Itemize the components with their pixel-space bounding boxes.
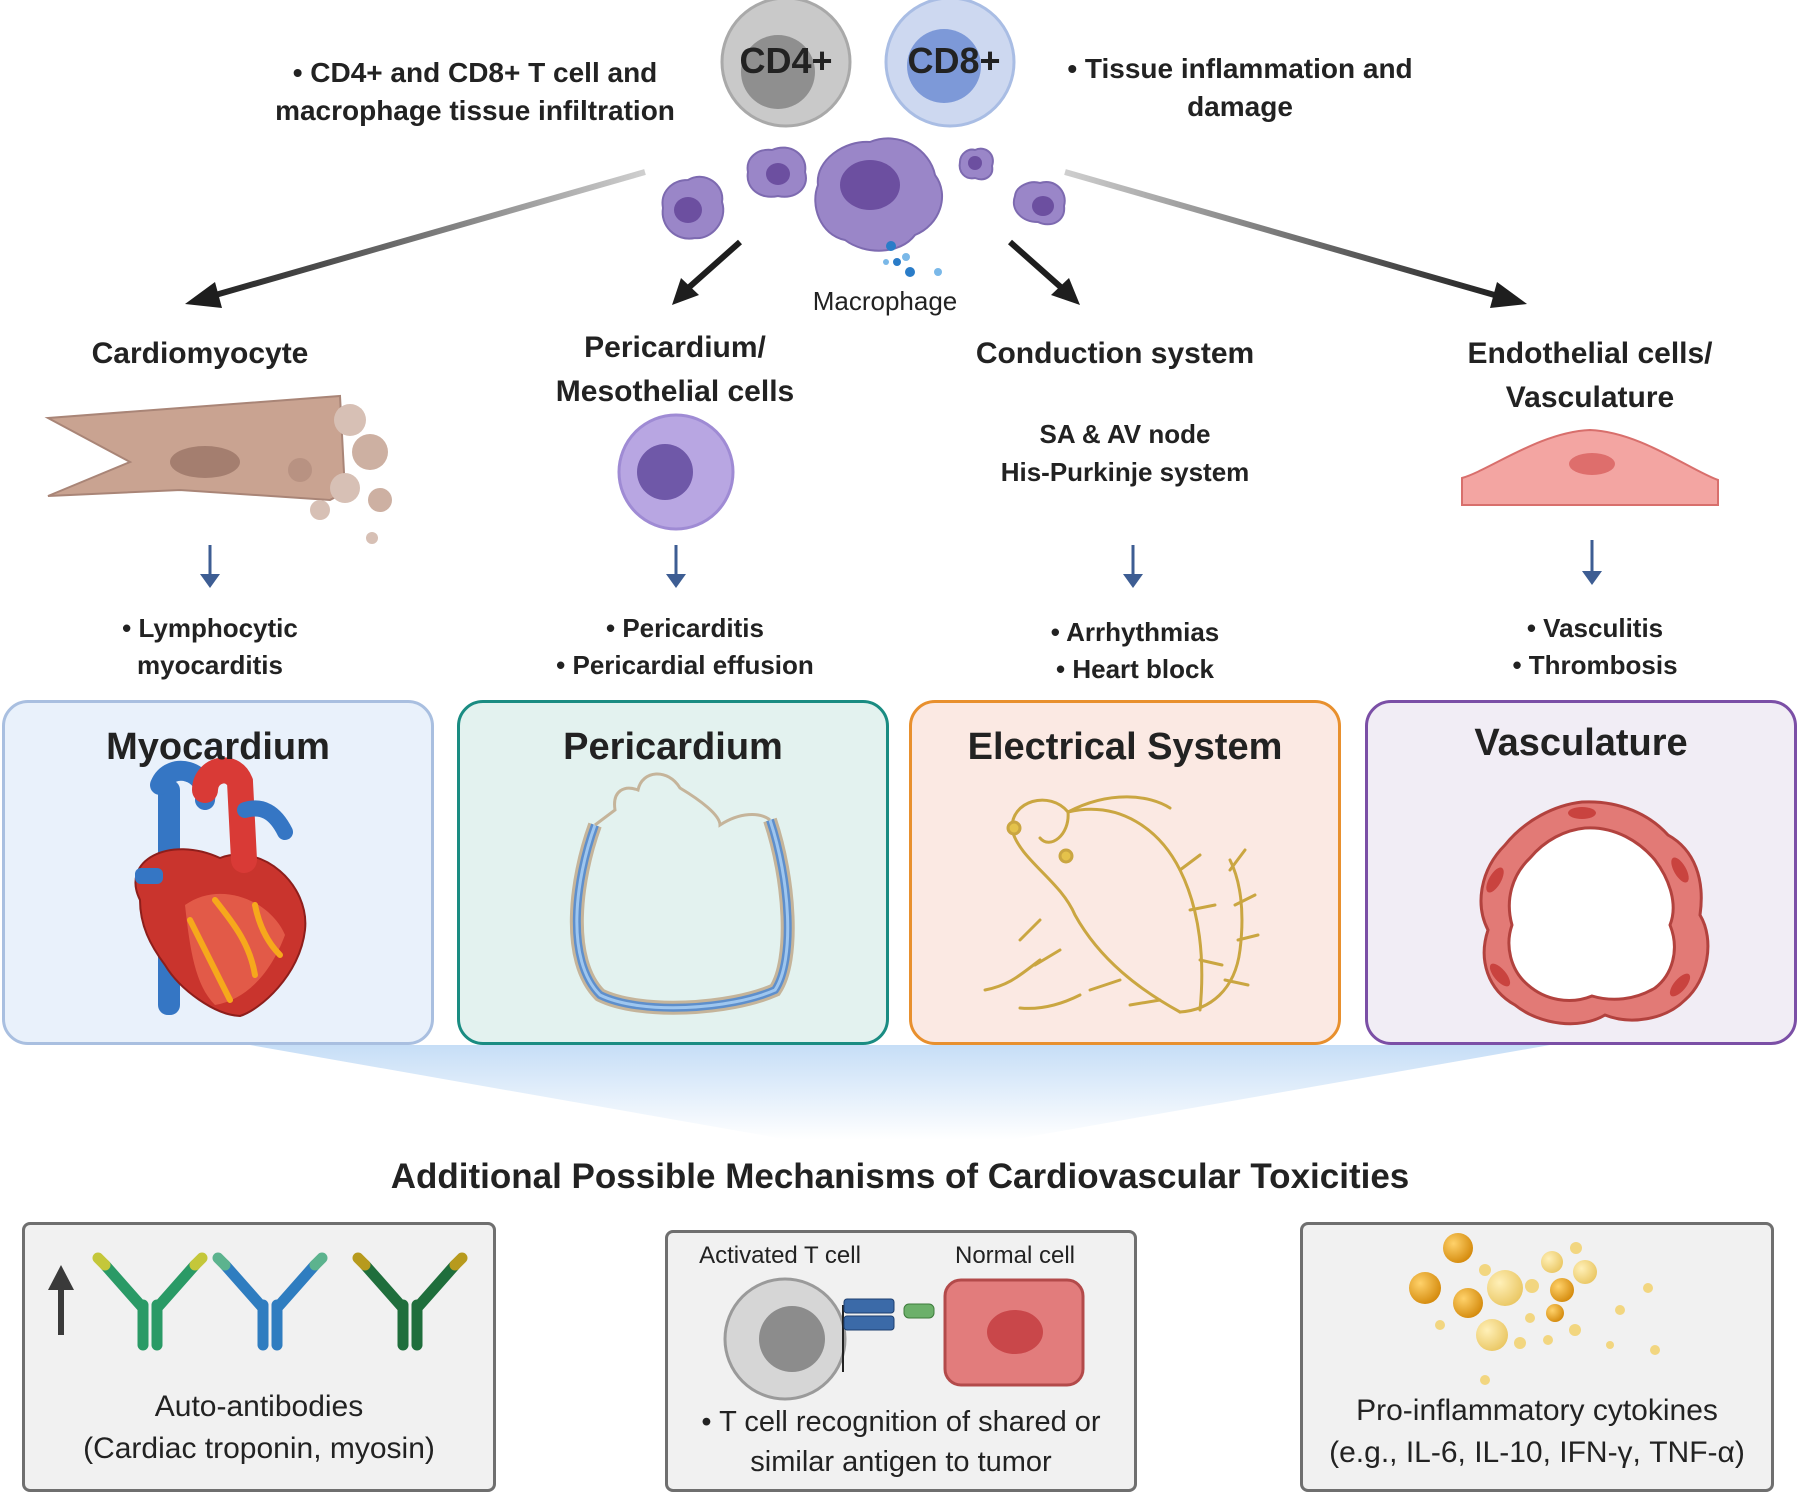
heart-icon <box>134 757 307 1018</box>
cardiomyocyte-icon <box>44 394 392 544</box>
autoantibody-caption-line1: Auto-antibodies <box>154 1390 364 1423</box>
col1-title-line1: Cardiomyocyte <box>91 337 309 370</box>
autoantibody-caption-line2: (Cardiac troponin, myosin) <box>83 1432 435 1465</box>
cytokine-caption-line1: Pro-inflammatory cytokines <box>1356 1394 1718 1427</box>
cd4-tcell-icon <box>720 0 852 128</box>
col3-effect: • Arrhythmias • Heart block <box>1000 614 1270 688</box>
conduction-detail-line2: His-Purkinje system <box>1000 457 1250 487</box>
normal-cell-icon <box>943 1278 1085 1387</box>
recognition-caption-line2: similar antigen to tumor <box>750 1446 1052 1478</box>
autoantibody-caption: Auto-antibodies (Cardiac troponin, myosi… <box>22 1386 496 1470</box>
col4-title-line2: Vasculature <box>1505 381 1675 414</box>
damage-note-line1: • Tissue inflammation and <box>1067 53 1413 84</box>
infiltration-arrows <box>185 169 1527 308</box>
conduction-detail-line1: SA & AV node <box>1039 419 1211 449</box>
col3-title: Conduction system <box>940 333 1290 375</box>
pericardium-icon <box>569 772 795 1015</box>
vasculature-label: Vasculature <box>1474 722 1688 764</box>
tcr-receptor-icon <box>842 1298 935 1372</box>
down-arrows <box>200 540 1602 588</box>
activated-tcell-label: Activated T cell <box>699 1242 861 1269</box>
col1-effect: • Lymphocytic myocarditis <box>70 610 350 684</box>
infiltration-note: • CD4+ and CD8+ T cell and macrophage ti… <box>240 54 710 130</box>
col3-effect-line2: • Heart block <box>1056 654 1214 684</box>
normal-cell-label: Normal cell <box>954 1242 1076 1269</box>
cd8-label: CD8+ <box>907 40 1001 81</box>
electrical-system-box <box>909 700 1341 1045</box>
antibody-icon <box>92 1252 468 1351</box>
macrophage-label: Macrophage <box>812 286 958 316</box>
cytokine-caption: Pro-inflammatory cytokines (e.g., IL-6, … <box>1300 1390 1774 1474</box>
cytokine-icon <box>1409 1233 1660 1385</box>
mechanisms-heading: Additional Possible Mechanisms of Cardio… <box>390 1157 1410 1196</box>
conduction-detail: SA & AV node His-Purkinje system <box>960 415 1290 491</box>
funnel-glow <box>250 1045 1550 1140</box>
damage-note-line2: damage <box>1187 91 1293 122</box>
cytokine-caption-line2: (e.g., IL-6, IL-10, IFN-γ, TNF-α) <box>1329 1436 1745 1469</box>
col3-title-line1: Conduction system <box>975 337 1255 370</box>
pericardium-label: Pericardium <box>563 726 783 768</box>
activated-tcell-icon <box>723 1277 847 1401</box>
pericardium-box <box>457 700 889 1045</box>
macrophage-icon <box>661 137 1066 252</box>
up-arrow-icon <box>48 1265 74 1335</box>
col1-title: Cardiomyocyte <box>40 333 360 375</box>
cytokine-release-dots <box>883 241 942 277</box>
col2-effect-line1: • Pericarditis <box>606 613 764 643</box>
col2-title: Pericardium/ Mesothelial cells <box>500 326 850 414</box>
col2-effect-line2: • Pericardial effusion <box>556 650 814 680</box>
col1-effect-line1: • Lymphocytic <box>122 613 298 643</box>
infiltration-note-line2: macrophage tissue infiltration <box>275 95 675 126</box>
conduction-system-icon <box>983 795 1260 1014</box>
col2-title-line2: Mesothelial cells <box>555 375 795 408</box>
damage-note: • Tissue inflammation and damage <box>1040 50 1440 126</box>
col3-effect-line1: • Arrhythmias <box>1050 617 1220 647</box>
recognition-caption: • T cell recognition of shared or simila… <box>665 1402 1137 1482</box>
col4-effect-line1: • Vasculitis <box>1526 613 1664 643</box>
cytokine-box <box>1300 1222 1774 1492</box>
infiltration-note-line1: • CD4+ and CD8+ T cell and <box>292 57 658 88</box>
electrical-system-label: Electrical System <box>967 726 1283 768</box>
col4-title-line1: Endothelial cells/ <box>1467 337 1713 370</box>
recognition-caption-line1: • T cell recognition of shared or <box>701 1406 1101 1438</box>
cd4-label: CD4+ <box>739 40 833 81</box>
myocardium-label: Myocardium <box>106 726 330 768</box>
col2-effect: • Pericarditis • Pericardial effusion <box>520 610 850 684</box>
endothelial-cell-icon <box>1461 428 1719 506</box>
col4-title: Endothelial cells/ Vasculature <box>1410 332 1770 420</box>
col4-effect: • Vasculitis • Thrombosis <box>1470 610 1720 684</box>
col2-title-line1: Pericardium/ <box>584 331 766 364</box>
mesothelial-cell-icon <box>617 413 735 531</box>
col1-effect-line2: myocarditis <box>137 650 283 680</box>
col4-effect-line2: • Thrombosis <box>1512 650 1678 680</box>
vessel-cross-section-icon <box>1479 800 1710 1026</box>
cd8-tcell-icon <box>884 0 1016 128</box>
